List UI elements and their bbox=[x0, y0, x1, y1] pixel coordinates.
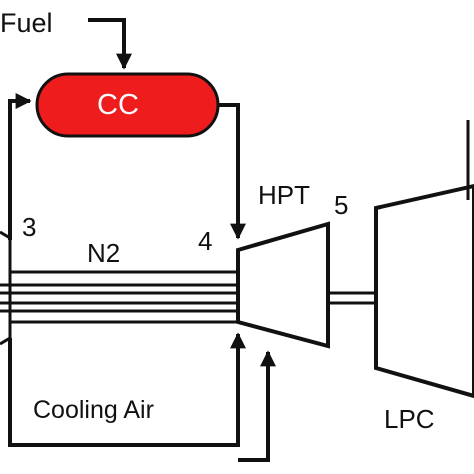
station-5-label: 5 bbox=[334, 190, 348, 220]
station-3-label: 3 bbox=[22, 212, 36, 242]
station-4-label: 4 bbox=[198, 226, 212, 256]
compressor-to-cc-line bbox=[8, 93, 32, 240]
n2-spool-label: N2 bbox=[87, 238, 120, 268]
hp-compressor-edge bbox=[0, 230, 12, 346]
hpt-label: HPT bbox=[258, 180, 310, 210]
fuel-label: Fuel bbox=[0, 8, 53, 38]
cooling-air-label: Cooling Air bbox=[33, 396, 154, 424]
high-pressure-turbine bbox=[236, 221, 330, 349]
combustion-chamber-label: CC bbox=[97, 89, 139, 121]
fuel-feed-line bbox=[88, 18, 132, 70]
low-pressure-compressor bbox=[374, 183, 474, 399]
cooling-air-line-hpt-rotor bbox=[238, 350, 276, 462]
lpc-label: LPC bbox=[384, 404, 435, 434]
cc-to-turbine-line bbox=[218, 103, 246, 240]
cooling-air-line-hpt-inlet bbox=[8, 332, 246, 447]
